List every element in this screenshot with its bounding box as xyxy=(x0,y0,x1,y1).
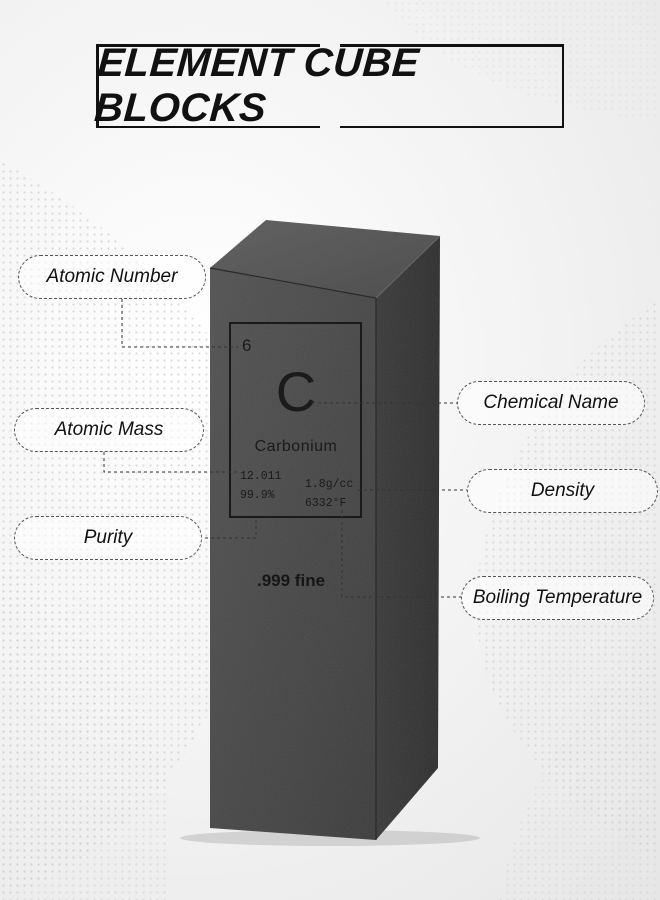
title-frame xyxy=(96,44,564,128)
label-density: Density xyxy=(467,469,658,513)
purity-value: 99.9% xyxy=(240,489,275,502)
element-name: Carbonium xyxy=(254,438,338,455)
label-atomic-number: Atomic Number xyxy=(18,255,206,299)
label-purity: Purity xyxy=(14,516,202,560)
density-value: 1.8g/cc xyxy=(305,478,354,491)
label-boiling-temperature: Boiling Temperature xyxy=(461,576,654,620)
fineness-stamp: .999 fine xyxy=(257,571,326,590)
element-symbol: C xyxy=(275,360,317,423)
element-tile-frame xyxy=(229,322,362,518)
label-atomic-mass: Atomic Mass xyxy=(14,408,204,452)
boiling-temperature-value: 6332°F xyxy=(305,497,347,510)
atomic-number-value: 6 xyxy=(242,336,252,355)
atomic-mass-value: 12.011 xyxy=(240,470,282,483)
label-chemical-name: Chemical Name xyxy=(457,381,645,425)
